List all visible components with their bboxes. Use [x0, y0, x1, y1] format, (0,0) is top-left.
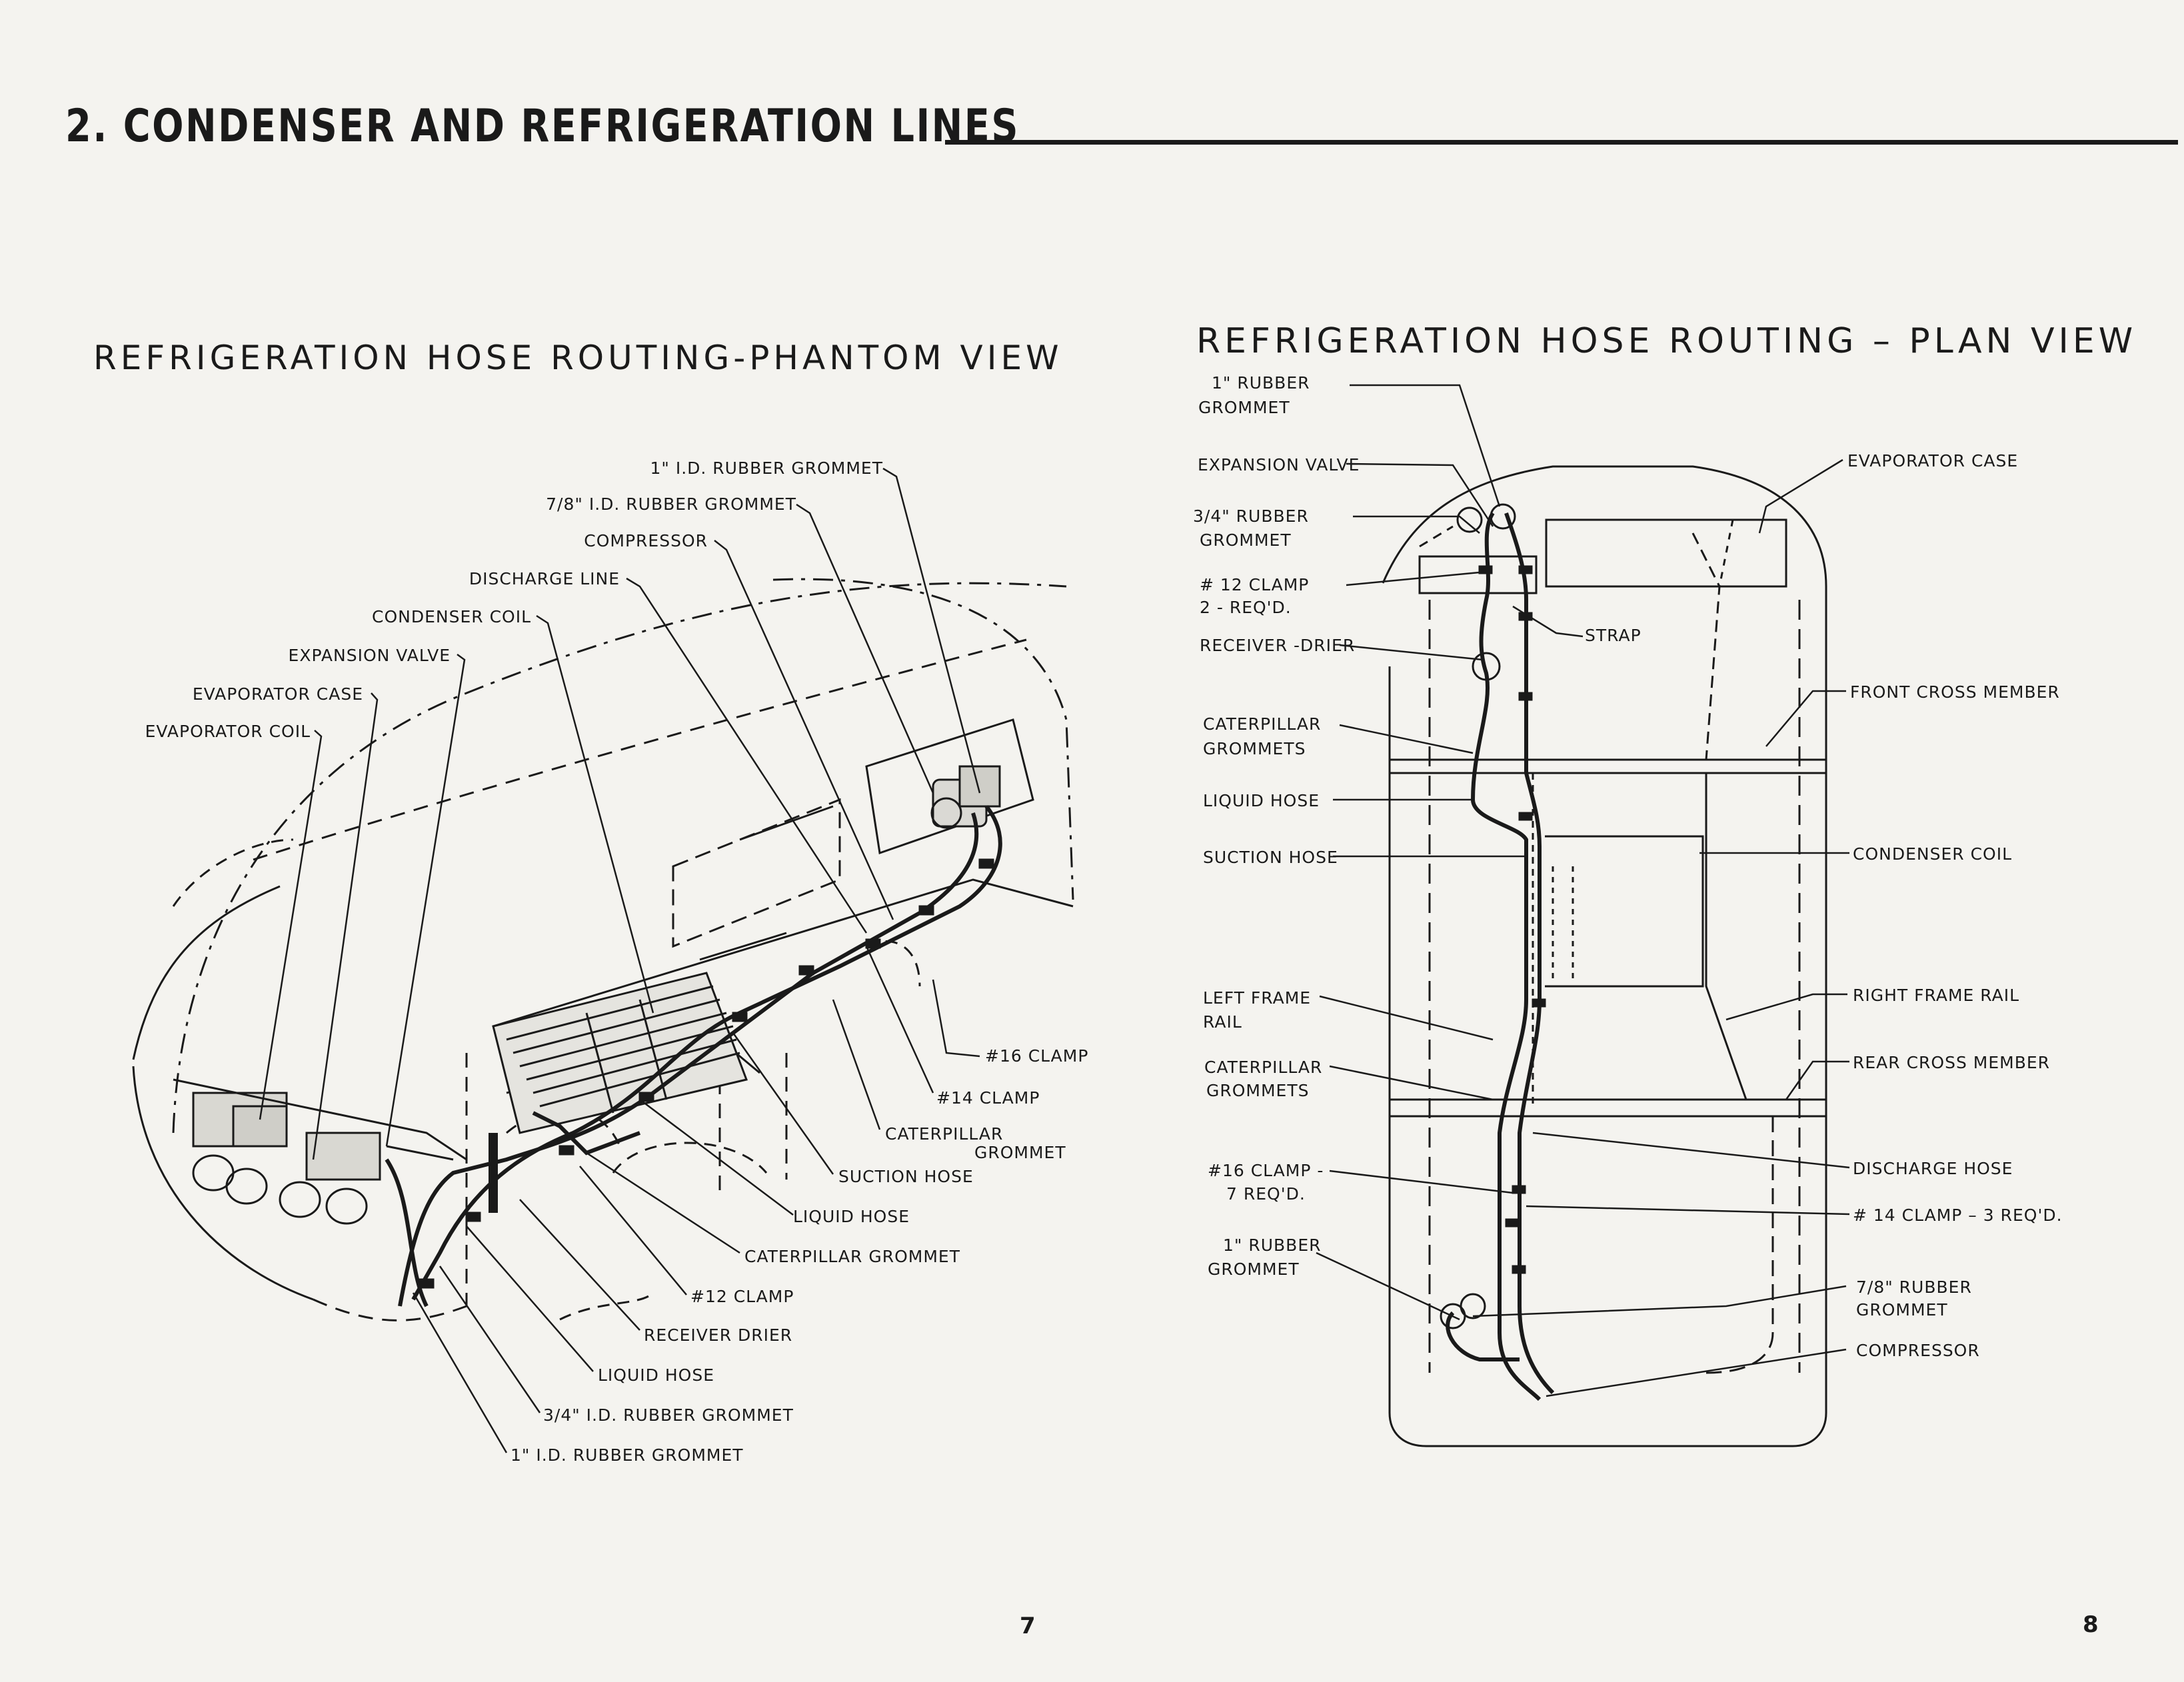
label-plan-3-4in-rubber-line1: 3/4" RUBBER	[1193, 506, 1309, 526]
label-plan-strap: STRAP	[1585, 626, 1641, 645]
label-receiver-drier: RECEIVER DRIER	[644, 1325, 792, 1345]
plan-leader-lines	[1316, 384, 1850, 1397]
label-plan-expansion-valve: EXPANSION VALVE	[1198, 455, 1360, 474]
label-plan-12-clamp-line1: # 12 CLAMP	[1200, 575, 1309, 594]
label-liquid-hose-upper: LIQUID HOSE	[793, 1207, 910, 1226]
label-1in-id-rubber-grommet-lower: 1" I.D. RUBBER GROMMET	[511, 1445, 744, 1465]
label-plan-evaporator-case: EVAPORATOR CASE	[1847, 451, 2018, 470]
label-expansion-valve: EXPANSION VALVE	[289, 646, 451, 665]
label-plan-left-frame-line1: LEFT FRAME	[1203, 988, 1311, 1008]
label-plan-16-clamp-line2: 7 REQ'D.	[1226, 1184, 1306, 1204]
phantom-view-title: REFRIGERATION HOSE ROUTING-PHANTOM VIEW	[93, 339, 1063, 377]
phantom-leader-lines	[259, 467, 981, 1453]
label-plan-caterpillar-line2: GROMMETS	[1203, 739, 1306, 758]
label-plan-1in-rubber2-line2: GROMMET	[1208, 1260, 1300, 1279]
compressor-drawing	[930, 765, 1001, 829]
label-plan-7-8in-rubber-line1: 7/8" RUBBER	[1856, 1277, 1972, 1297]
page-number-right: 8	[2083, 1611, 2099, 1638]
page-number-left: 7	[1020, 1613, 1036, 1639]
label-1in-id-rubber-grommet: 1" I.D. RUBBER GROMMET	[650, 458, 883, 478]
label-caterpillar-grommet: CATERPILLAR GROMMET	[744, 1247, 960, 1266]
label-plan-14-clamp: # 14 CLAMP – 3 REQ'D.	[1853, 1206, 2063, 1225]
plan-grommets	[1440, 503, 1516, 1329]
label-plan-7-8in-rubber-line2: GROMMET	[1856, 1300, 1948, 1319]
label-7-8in-id-rubber-grommet: 7/8" I.D. RUBBER GROMMET	[546, 494, 796, 514]
label-3-4in-id-rubber-grommet: 3/4" I.D. RUBBER GROMMET	[543, 1405, 794, 1425]
evaporator-assembly	[173, 1078, 467, 1225]
plan-labels: 1" RUBBER GROMMET EXPANSION VALVE 3/4" R…	[1193, 373, 2063, 1360]
label-plan-front-cross-member: FRONT CROSS MEMBER	[1850, 682, 2060, 702]
label-suction-hose: SUCTION HOSE	[838, 1167, 974, 1186]
label-plan-1in-rubber-line2: GROMMET	[1198, 398, 1290, 417]
label-plan-suction-hose: SUCTION HOSE	[1203, 848, 1338, 867]
label-plan-liquid-hose: LIQUID HOSE	[1203, 791, 1320, 810]
label-plan-1in-rubber2-line1: 1" RUBBER	[1223, 1236, 1322, 1255]
label-plan-discharge-hose: DISCHARGE HOSE	[1853, 1159, 2013, 1178]
label-16-clamp: #16 CLAMP	[985, 1046, 1088, 1066]
label-caterpillar-grommet-line1: CATERPILLAR	[885, 1124, 1003, 1144]
label-plan-receiver-drier: RECEIVER -DRIER	[1200, 636, 1355, 655]
plan-hoses	[1446, 512, 1555, 1401]
label-14-clamp: #14 CLAMP	[936, 1088, 1040, 1108]
plan-view-title: REFRIGERATION HOSE ROUTING – PLAN VIEW	[1196, 321, 2137, 361]
label-condenser-coil: CONDENSER COIL	[372, 607, 531, 626]
title-rule	[945, 140, 2178, 145]
label-liquid-hose-lower: LIQUID HOSE	[598, 1365, 714, 1385]
label-plan-16-clamp-line1: #16 CLAMP -	[1208, 1161, 1324, 1180]
label-plan-rear-cross-member: REAR CROSS MEMBER	[1853, 1053, 2050, 1072]
condenser-coil-drawing	[492, 972, 748, 1134]
label-plan-caterpillar-line1: CATERPILLAR	[1203, 714, 1321, 734]
label-plan-condenser-coil: CONDENSER COIL	[1853, 844, 2012, 864]
label-plan-caterpillar2-line2: GROMMETS	[1206, 1081, 1310, 1100]
label-plan-3-4in-rubber-line2: GROMMET	[1200, 530, 1292, 550]
section-title: 2. CONDENSER AND REFRIGERATION LINES	[65, 100, 1020, 153]
label-plan-12-clamp-line2: 2 - REQ'D.	[1200, 598, 1292, 617]
label-plan-left-frame-line2: RAIL	[1203, 1012, 1242, 1032]
label-plan-caterpillar2-line1: CATERPILLAR	[1204, 1058, 1322, 1077]
label-compressor: COMPRESSOR	[584, 531, 708, 550]
phantom-labels: 1" I.D. RUBBER GROMMET 7/8" I.D. RUBBER …	[145, 458, 1088, 1465]
plan-clamps	[1478, 565, 1546, 1274]
label-plan-1in-rubber-line1: 1" RUBBER	[1212, 373, 1310, 393]
refrigeration-hoses	[385, 805, 1002, 1307]
hose-clamps	[419, 858, 994, 1289]
label-plan-right-frame-rail: RIGHT FRAME RAIL	[1853, 986, 2019, 1005]
label-caterpillar-grommet-line2: GROMMET	[974, 1143, 1066, 1162]
label-evaporator-coil: EVAPORATOR COIL	[145, 722, 311, 741]
plan-vehicle-outline	[1382, 465, 1827, 1447]
label-plan-compressor: COMPRESSOR	[1856, 1341, 1980, 1360]
label-evaporator-case: EVAPORATOR CASE	[193, 684, 363, 704]
label-12-clamp: #12 CLAMP	[690, 1287, 794, 1306]
label-discharge-line: DISCHARGE LINE	[469, 569, 620, 588]
